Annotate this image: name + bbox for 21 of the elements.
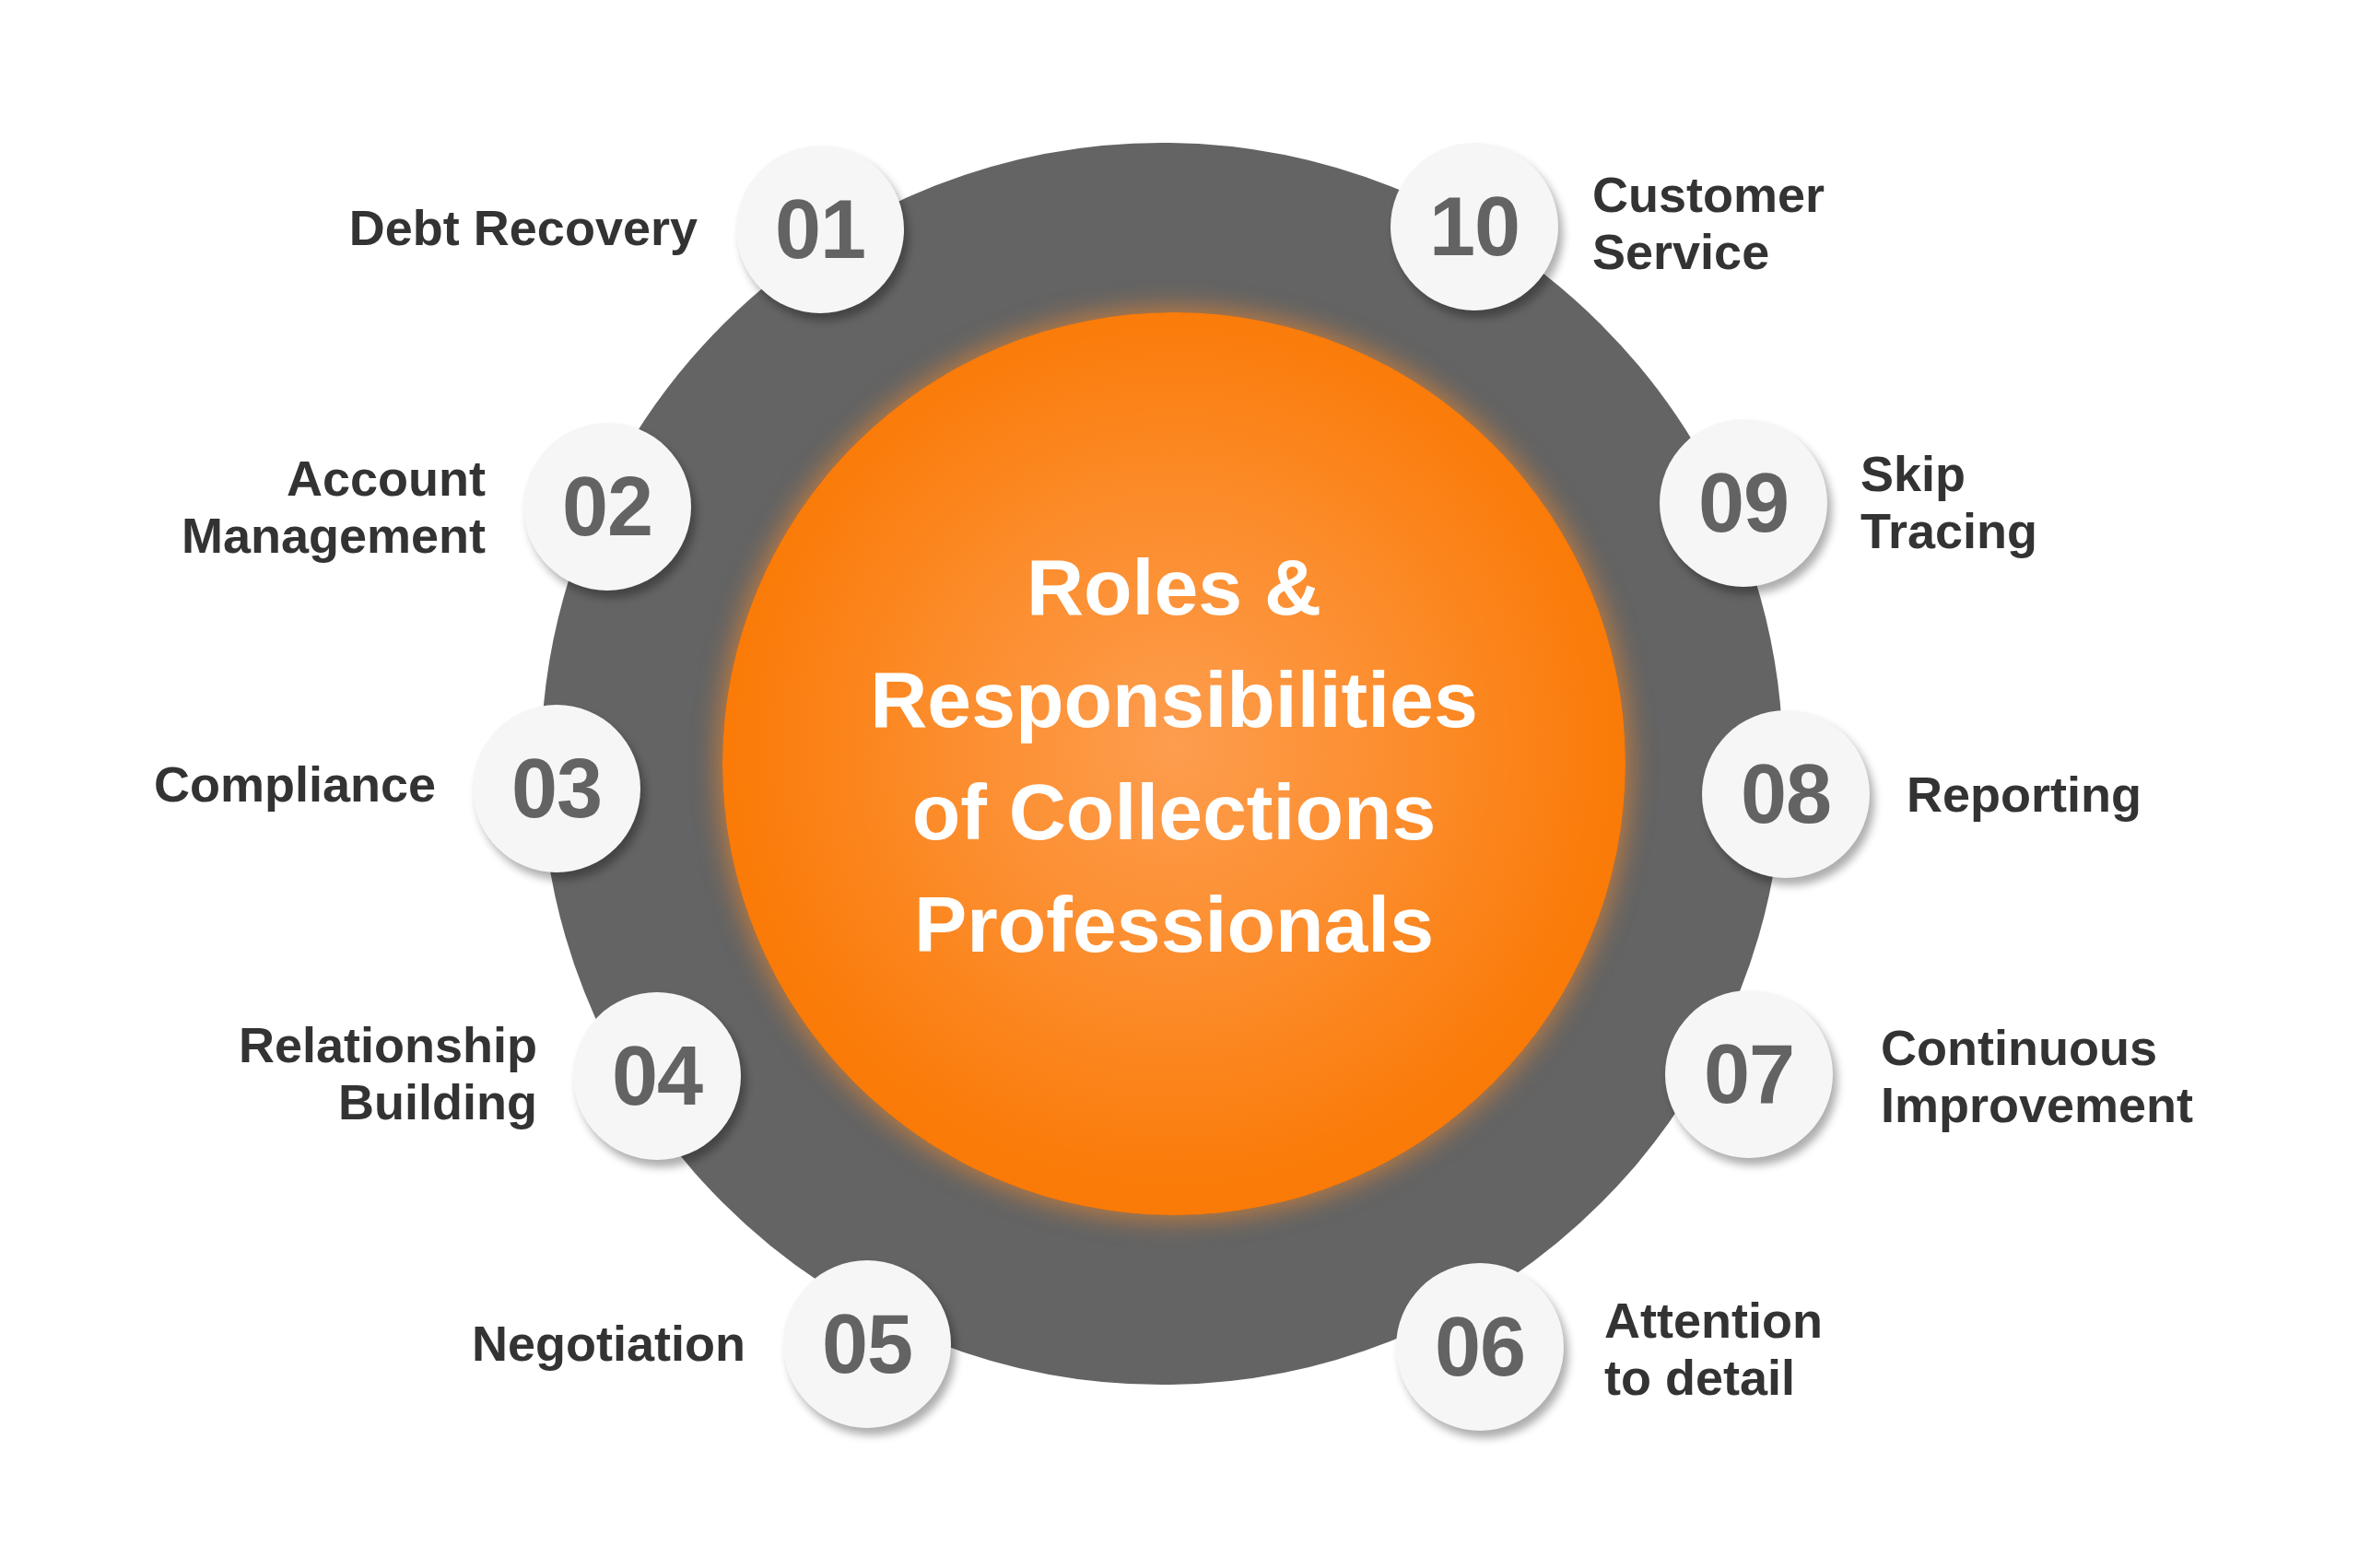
step-number: 03 bbox=[511, 747, 603, 830]
center-title: Roles & Responsibilities of Collections Professionals bbox=[869, 542, 1479, 970]
step-label: Customer Service bbox=[1592, 166, 1826, 280]
step-label: Reporting bbox=[1907, 766, 2142, 823]
step-number: 05 bbox=[821, 1303, 913, 1386]
step-label: Skip Tracing bbox=[1860, 445, 2039, 559]
step-number: 02 bbox=[561, 465, 653, 548]
step-label: Relationship Building bbox=[237, 1016, 537, 1130]
step-label: Compliance bbox=[152, 755, 436, 813]
step-label: Negotiation bbox=[471, 1315, 745, 1372]
step-number: 01 bbox=[774, 188, 866, 271]
step-label: Continuous Improvement bbox=[1881, 1019, 2195, 1133]
step-number: 04 bbox=[611, 1035, 703, 1117]
step-number: 10 bbox=[1428, 185, 1520, 268]
step-label: Debt Recovery bbox=[347, 199, 698, 256]
step-number: 06 bbox=[1434, 1305, 1526, 1388]
step-number: 09 bbox=[1697, 462, 1790, 544]
step-label: Account Management bbox=[180, 450, 486, 564]
step-number: 08 bbox=[1740, 753, 1832, 836]
step-label: Attention to detail bbox=[1604, 1292, 1824, 1406]
step-number: 07 bbox=[1703, 1033, 1795, 1116]
